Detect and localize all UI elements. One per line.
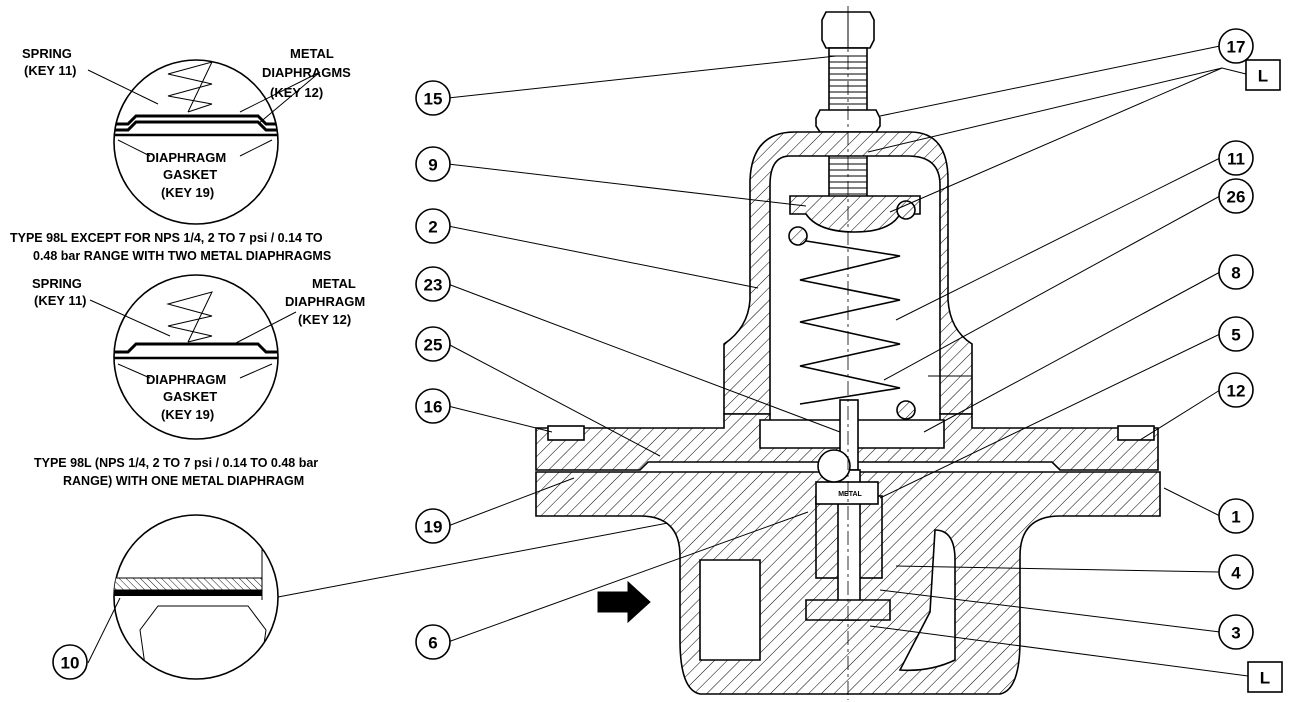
callout-15-text: 15 [424, 90, 443, 109]
spring-label2-line2: (KEY 11) [34, 293, 87, 308]
callout-19-text: 19 [424, 518, 443, 537]
detail-spring-middle [166, 291, 213, 343]
callout-5 [1218, 316, 1254, 352]
metal-diaphragm-upper [114, 114, 278, 126]
callout-12 [1218, 372, 1254, 408]
callout-L-top-text: L [1258, 67, 1268, 86]
callout-1 [1218, 498, 1254, 534]
callout-2 [415, 208, 451, 244]
regulator-spring [799, 239, 901, 405]
diaphragm-label-line1: METAL [312, 276, 356, 291]
callout-9-text: 9 [428, 156, 437, 175]
callout-4 [1218, 554, 1254, 590]
callout-6 [415, 624, 451, 660]
orifice-disc [114, 577, 263, 591]
callout-11-text: 11 [1227, 150, 1245, 169]
diaphragms-label-line3: (KEY 12) [270, 85, 323, 100]
caption-middle-line1: TYPE 98L (NPS 1/4, 2 TO 7 psi / 0.14 TO … [34, 456, 318, 470]
callout-25-text: 25 [424, 336, 443, 355]
cap-screw-left [547, 425, 585, 441]
callout-15 [415, 80, 451, 116]
callout-L-bottom [1247, 661, 1283, 693]
callout-5-text: 5 [1231, 326, 1240, 345]
callout-8 [1218, 254, 1254, 290]
callout-17 [1218, 28, 1254, 64]
orifice-gasket [114, 590, 262, 596]
diaphragms-leaders [239, 71, 321, 125]
callout-3-text: 3 [1231, 624, 1240, 643]
callouts-right: 17 L 11 26 8 5 12 1 4 3 L [1218, 28, 1283, 693]
callout-8-text: 8 [1231, 264, 1240, 283]
caption-top-line2: 0.48 bar RANGE WITH TWO METAL DIAPHRAGMS [33, 249, 331, 263]
callout-16 [415, 388, 451, 424]
diaphragms-label-line1: METAL [290, 46, 334, 61]
callout-leaders [447, 45, 1249, 677]
detail-spring [167, 61, 213, 113]
caption-middle-line2: RANGE) WITH ONE METAL DIAPHRAGM [63, 474, 304, 488]
spring-label-line1: SPRING [22, 46, 72, 61]
callouts-left: 15 9 2 23 25 16 19 6 [415, 80, 451, 660]
callout-23-text: 23 [424, 276, 443, 295]
spring2-leader [89, 299, 171, 337]
callout-25 [415, 326, 451, 362]
spring-label2-line1: SPRING [32, 276, 82, 291]
callout-2-text: 2 [428, 218, 437, 237]
diaphragms-label-line2: DIAPHRAGMS [262, 65, 351, 80]
callout-19 [415, 508, 451, 544]
diaphragm-label-line2: DIAPHRAGM [285, 294, 365, 309]
detail-reference-circle [817, 449, 851, 483]
orifice-holder [815, 481, 879, 505]
callout-26 [1218, 178, 1254, 214]
detail-one-diaphragm: SPRING (KEY 11) METAL DIAPHRAGM (KEY 12)… [32, 274, 365, 488]
callout-11 [1218, 140, 1254, 176]
gasket-label-line3: (KEY 19) [161, 185, 214, 200]
callout-10-text: 10 [61, 654, 80, 673]
gasket2-label-line3: (KEY 19) [161, 407, 214, 422]
gasket-label-line1: DIAPHRAGM [146, 150, 226, 165]
callout-L-bottom-text: L [1260, 669, 1270, 688]
callout-17-text: 17 [1227, 38, 1246, 57]
inlet-port [699, 559, 761, 661]
callout-L-top [1245, 59, 1281, 91]
cap-screw-right [1117, 425, 1155, 441]
callout-6-text: 6 [428, 634, 437, 653]
callout-10 [52, 644, 88, 680]
detail-circle-top [113, 59, 279, 225]
callout-10-leader [87, 597, 121, 664]
callout-9 [415, 146, 451, 182]
metal-tag: METAL [838, 491, 862, 498]
callout-16-text: 16 [424, 398, 443, 417]
callout-1-text: 1 [1231, 508, 1240, 527]
detail-orifice: 10 [52, 489, 843, 680]
gasket2-label-line2: GASKET [163, 389, 217, 404]
gasket-label-line2: GASKET [163, 167, 217, 182]
callout-12-text: 12 [1227, 382, 1246, 401]
metal-diaphragm-lower [114, 120, 278, 132]
flow-arrow-icon [597, 580, 651, 624]
detail-circle-bottom [113, 514, 279, 680]
spring-label-line2: (KEY 11) [24, 63, 77, 78]
gasket-leaders [117, 139, 273, 157]
callout-4-text: 4 [1231, 564, 1241, 583]
diaphragm-leader [233, 311, 297, 345]
caption-top-line1: TYPE 98L EXCEPT FOR NPS 1/4, 2 TO 7 psi … [10, 231, 323, 245]
metal-diaphragm-single [114, 342, 278, 354]
callout-26-text: 26 [1227, 188, 1246, 207]
gasket2-label-line1: DIAPHRAGM [146, 372, 226, 387]
callout-23 [415, 266, 451, 302]
detail-two-diaphragms: SPRING (KEY 11) METAL DIAPHRAGMS (KEY 12… [10, 46, 351, 263]
regulator-main-section: METAL [535, 6, 1161, 700]
callout-3 [1218, 614, 1254, 650]
diaphragm-label-line3: (KEY 12) [298, 312, 351, 327]
gasket2-leaders [117, 363, 273, 379]
spring-leader [87, 69, 159, 105]
